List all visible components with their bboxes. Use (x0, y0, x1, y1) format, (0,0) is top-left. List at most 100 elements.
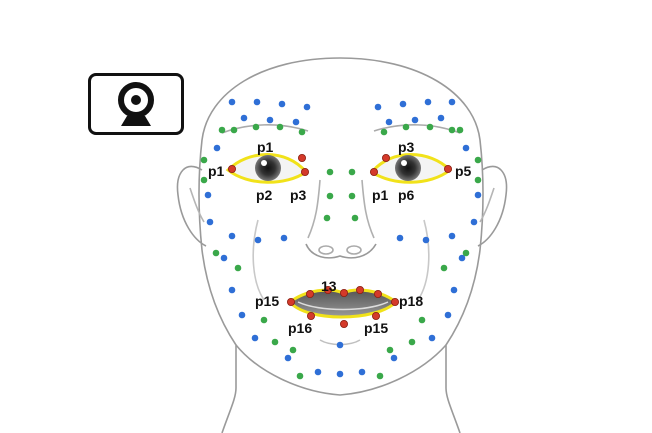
landmark-point-green (349, 169, 356, 176)
label-mouth-left-corner: p15 (255, 293, 279, 309)
landmark-point-blue (304, 104, 311, 111)
landmark-point-green (327, 193, 334, 200)
landmark-point-red (298, 154, 305, 161)
landmark-point-green (387, 347, 394, 354)
landmark-point-blue (239, 312, 246, 319)
landmark-point-blue (229, 233, 236, 240)
landmark-point-green (457, 127, 464, 134)
label-mouth-top: 13 (321, 278, 337, 294)
landmark-point-blue (451, 287, 458, 294)
landmark-point-blue (445, 312, 452, 319)
landmark-point-red (287, 298, 294, 305)
landmark-point-blue (386, 119, 393, 126)
label-left-eye-lower-left: p2 (256, 187, 273, 203)
label-left-eye-top: p1 (257, 139, 274, 155)
landmark-point-green (377, 373, 384, 380)
landmark-point-green (277, 124, 284, 131)
landmark-point-blue (423, 237, 430, 244)
landmark-point-red (306, 290, 313, 297)
landmark-point-red (301, 168, 308, 175)
landmark-point-blue (255, 237, 262, 244)
label-right-eye-top: p3 (398, 139, 415, 155)
landmark-point-green (219, 127, 226, 134)
landmark-point-blue (425, 99, 432, 106)
landmark-point-blue (337, 342, 344, 349)
landmark-point-blue (429, 335, 436, 342)
landmark-point-green (272, 339, 279, 346)
face-outline (178, 58, 507, 433)
landmark-point-red (382, 154, 389, 161)
landmark-point-red (370, 168, 377, 175)
landmark-point-green (327, 169, 334, 176)
landmark-point-blue (254, 99, 261, 106)
landmark-point-green (290, 347, 297, 354)
landmark-point-red (356, 286, 363, 293)
landmark-point-green (427, 124, 434, 131)
landmark-point-blue (279, 101, 286, 108)
label-mouth-right-corner: p18 (399, 293, 423, 309)
landmark-point-blue (214, 145, 221, 152)
webcam-icon (91, 76, 181, 132)
label-mouth-bottom-left: p16 (288, 320, 312, 336)
landmark-point-blue (267, 117, 274, 124)
landmark-point-green (261, 317, 268, 324)
landmark-point-green (352, 215, 359, 222)
landmark-point-blue (475, 192, 482, 199)
landmark-point-blue (315, 369, 322, 376)
landmark-point-blue (252, 335, 259, 342)
landmark-point-blue (205, 192, 212, 199)
landmark-point-red (372, 312, 379, 319)
landmark-point-blue (400, 101, 407, 108)
landmark-point-green (475, 157, 482, 164)
landmark-point-blue (281, 235, 288, 242)
landmark-point-green (201, 177, 208, 184)
landmark-point-blue (438, 115, 445, 122)
landmark-point-red (228, 165, 235, 172)
landmark-point-blue (229, 99, 236, 106)
landmark-point-green (349, 193, 356, 200)
landmark-point-blue (471, 219, 478, 226)
landmark-point-blue (229, 287, 236, 294)
landmark-point-green (419, 317, 426, 324)
landmark-point-green (441, 265, 448, 272)
label-mouth-bottom-right: p15 (364, 320, 388, 336)
landmark-point-green (324, 215, 331, 222)
landmark-point-red (307, 312, 314, 319)
landmark-point-blue (375, 104, 382, 111)
landmark-point-green (297, 373, 304, 380)
landmark-point-red (444, 165, 451, 172)
landmark-point-green (463, 250, 470, 257)
landmark-point-green (299, 129, 306, 136)
label-right-eye-outer-left: p1 (372, 187, 389, 203)
landmark-point-green (409, 339, 416, 346)
landmark-point-green (201, 157, 208, 164)
landmark-point-blue (449, 99, 456, 106)
landmark-point-green (381, 129, 388, 136)
landmark-point-blue (449, 233, 456, 240)
label-left-eye-lower-right: p3 (290, 187, 307, 203)
landmark-point-blue (359, 369, 366, 376)
landmark-point-green (235, 265, 242, 272)
label-right-eye-outer-right: p5 (455, 163, 472, 179)
landmark-point-red (340, 320, 347, 327)
landmark-point-green (449, 127, 456, 134)
webcam-badge (88, 73, 184, 135)
landmark-point-red (374, 290, 381, 297)
landmark-point-blue (221, 255, 228, 262)
landmark-point-blue (412, 117, 419, 124)
label-right-eye-lower: p6 (398, 187, 415, 203)
landmark-point-blue (241, 115, 248, 122)
landmark-point-blue (285, 355, 292, 362)
landmark-point-green (213, 250, 220, 257)
landmark-point-green (403, 124, 410, 131)
landmark-point-blue (293, 119, 300, 126)
landmark-point-blue (463, 145, 470, 152)
landmark-point-green (231, 127, 238, 134)
landmark-point-blue (397, 235, 404, 242)
landmark-point-red (340, 289, 347, 296)
label-left-eye-outer: p1 (208, 163, 225, 179)
landmark-point-blue (391, 355, 398, 362)
landmark-point-green (253, 124, 260, 131)
landmark-point-blue (207, 219, 214, 226)
